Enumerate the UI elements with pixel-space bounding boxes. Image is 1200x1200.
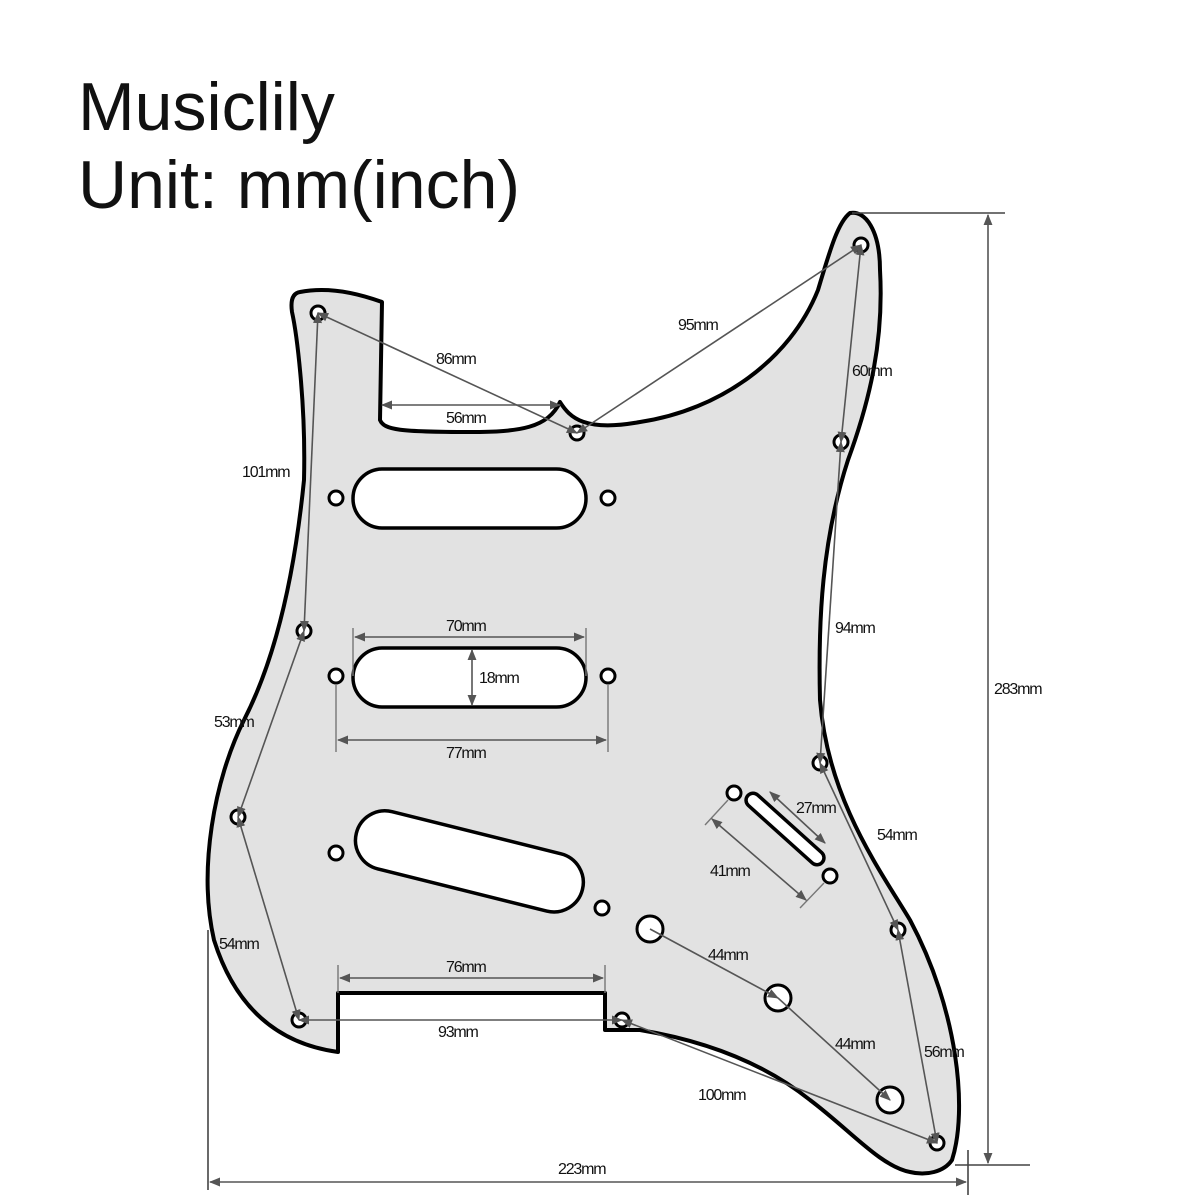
dim-label-76: 76mm	[446, 959, 487, 976]
bridge-pickup-screw-hole-right	[593, 899, 611, 917]
neck-pickup-screw-hole-right	[599, 489, 617, 507]
dim-label-70: 70mm	[446, 618, 487, 635]
dim-label-93: 93mm	[438, 1024, 479, 1041]
switch-screw-hole-bottom	[821, 867, 839, 885]
unit-note: Unit: mm(inch)	[78, 147, 521, 223]
dim-label-53: 53mm	[214, 714, 255, 731]
dim-label-223: 223mm	[558, 1161, 606, 1178]
dim-label-56-right: 56mm	[924, 1044, 965, 1061]
dim-label-283: 283mm	[994, 681, 1042, 698]
dim-label-77: 77mm	[446, 745, 487, 762]
dim-label-41: 41mm	[710, 863, 751, 880]
dim-label-94: 94mm	[835, 620, 876, 637]
brand-name: Musiclily	[78, 69, 335, 145]
dim-label-60: 60mm	[852, 363, 893, 380]
dim-label-95: 95mm	[678, 317, 719, 334]
dim-label-101: 101mm	[242, 464, 290, 481]
neck-pickup-cutout	[351, 467, 588, 530]
middle-pickup-screw-hole-right	[599, 667, 617, 685]
dim-label-54-right: 54mm	[877, 827, 918, 844]
switch-screw-hole-top	[725, 784, 743, 802]
dim-label-44-a: 44mm	[708, 947, 749, 964]
header-title-block: Musiclily Unit: mm(inch)	[78, 68, 520, 224]
dimension-lines	[207, 212, 1030, 1195]
dim-label-100: 100mm	[698, 1087, 746, 1104]
middle-pickup-cutout	[351, 646, 588, 709]
dimension-labels: 86mm 56mm 95mm 60mm 101mm 70mm 18mm 77mm…	[214, 317, 1043, 1178]
dim-label-86: 86mm	[436, 351, 477, 368]
neck-pickup-screw-hole-left	[327, 489, 345, 507]
bridge-pickup-cutout	[353, 809, 586, 914]
dim-label-44-b: 44mm	[835, 1036, 876, 1053]
dim-label-18: 18mm	[479, 670, 520, 687]
dim-label-56-top: 56mm	[446, 410, 487, 427]
middle-pickup-screw-hole-left	[327, 667, 345, 685]
dim-label-27: 27mm	[796, 800, 837, 817]
dim-label-54-left: 54mm	[219, 936, 260, 953]
bridge-pickup-screw-hole-left	[327, 844, 345, 862]
